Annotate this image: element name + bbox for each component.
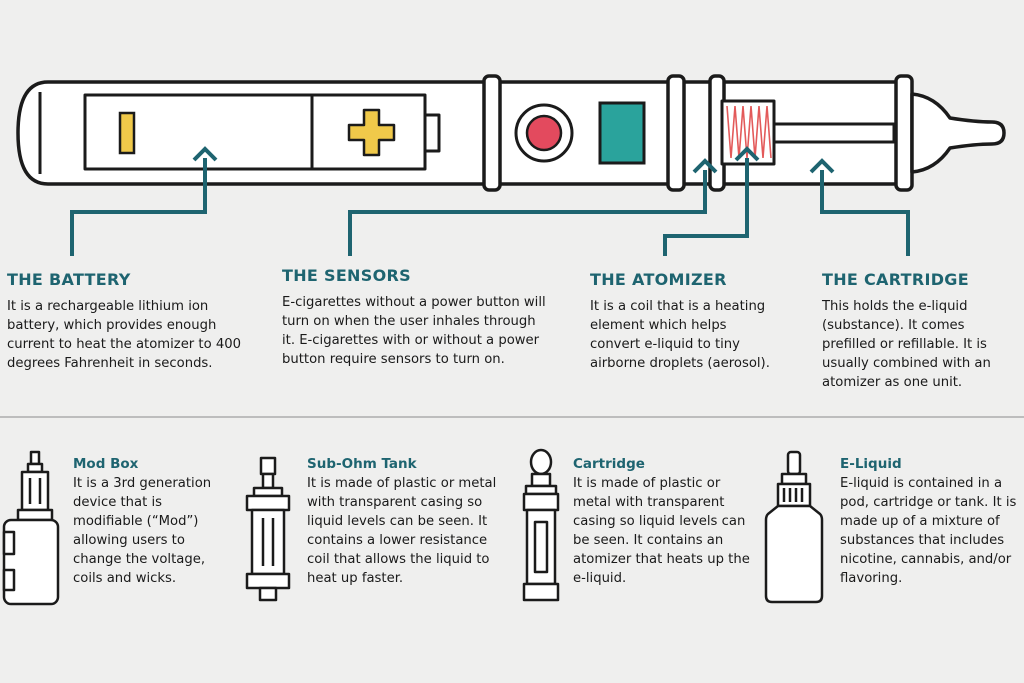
device-description: E-liquid is contained in a pod, cartridg… xyxy=(840,476,1017,586)
device-item-mod-box: Mod Box It is a 3rd generation device th… xyxy=(73,456,233,588)
e-liquid-bottle-icon xyxy=(764,450,824,604)
ring-4 xyxy=(894,74,914,192)
cartridge-title: THE CARTRIDGE xyxy=(822,270,969,289)
device-item-e-liquid: E-Liquid E-liquid is contained in a pod,… xyxy=(840,456,1024,588)
mod-box-icon xyxy=(2,450,60,606)
sensors-description: E-cigarettes without a power button will… xyxy=(282,295,546,367)
device-description: It is made of plastic or metal with tran… xyxy=(573,476,750,586)
sub-ohm-tank-icon xyxy=(245,456,291,602)
atomizer-coil-icon xyxy=(726,105,772,159)
atomizer-description: It is a coil that is a heating element w… xyxy=(590,299,770,371)
device-description: It is a 3rd generation device that is mo… xyxy=(73,476,212,586)
sensors-pointer xyxy=(348,170,707,256)
atomizer-title: THE ATOMIZER xyxy=(590,270,727,289)
atomizer-pointer xyxy=(663,158,749,256)
cartridge-pointer xyxy=(820,170,910,256)
device-description: It is made of plastic or metal with tran… xyxy=(307,476,497,586)
battery-section: THE BATTERY It is a rechargeable lithium… xyxy=(7,270,247,373)
mouthpiece xyxy=(910,92,1006,174)
battery-pointer xyxy=(70,158,207,256)
cartridge-icon xyxy=(522,448,560,602)
cartridge-section: THE CARTRIDGE This holds the e-liquid (s… xyxy=(822,270,1022,392)
battery-description: It is a rechargeable lithium ion battery… xyxy=(7,299,242,371)
section-divider xyxy=(0,416,1024,418)
device-title: Mod Box xyxy=(73,456,139,472)
sensor-button-inner xyxy=(525,114,563,152)
device-title: Sub-Ohm Tank xyxy=(307,456,417,472)
cartridge-arrowhead-icon xyxy=(809,158,835,174)
sensors-section: THE SENSORS E-cigarettes without a power… xyxy=(282,266,552,369)
atomizer-arrowhead-icon xyxy=(734,146,760,162)
battery-title: THE BATTERY xyxy=(7,270,131,289)
ring-1 xyxy=(482,74,502,192)
sensors-arrowhead-icon xyxy=(692,158,718,174)
device-title: E-Liquid xyxy=(840,456,902,472)
battery-minus-icon xyxy=(118,111,136,155)
battery-terminal xyxy=(423,113,441,153)
cartridge-description: This holds the e-liquid (substance). It … xyxy=(822,299,991,390)
battery-plus-icon xyxy=(347,108,396,157)
cartridge-tube xyxy=(772,122,896,144)
device-item-sub-ohm-tank: Sub-Ohm Tank It is made of plastic or me… xyxy=(307,456,497,588)
device-title: Cartridge xyxy=(573,456,645,472)
ring-2 xyxy=(666,74,686,192)
device-item-cartridge: Cartridge It is made of plastic or metal… xyxy=(573,456,753,588)
battery-arrowhead-icon xyxy=(192,146,218,162)
atomizer-section: THE ATOMIZER It is a coil that is a heat… xyxy=(590,270,780,373)
sensors-title: THE SENSORS xyxy=(282,266,411,285)
sensor-chip xyxy=(598,101,646,165)
